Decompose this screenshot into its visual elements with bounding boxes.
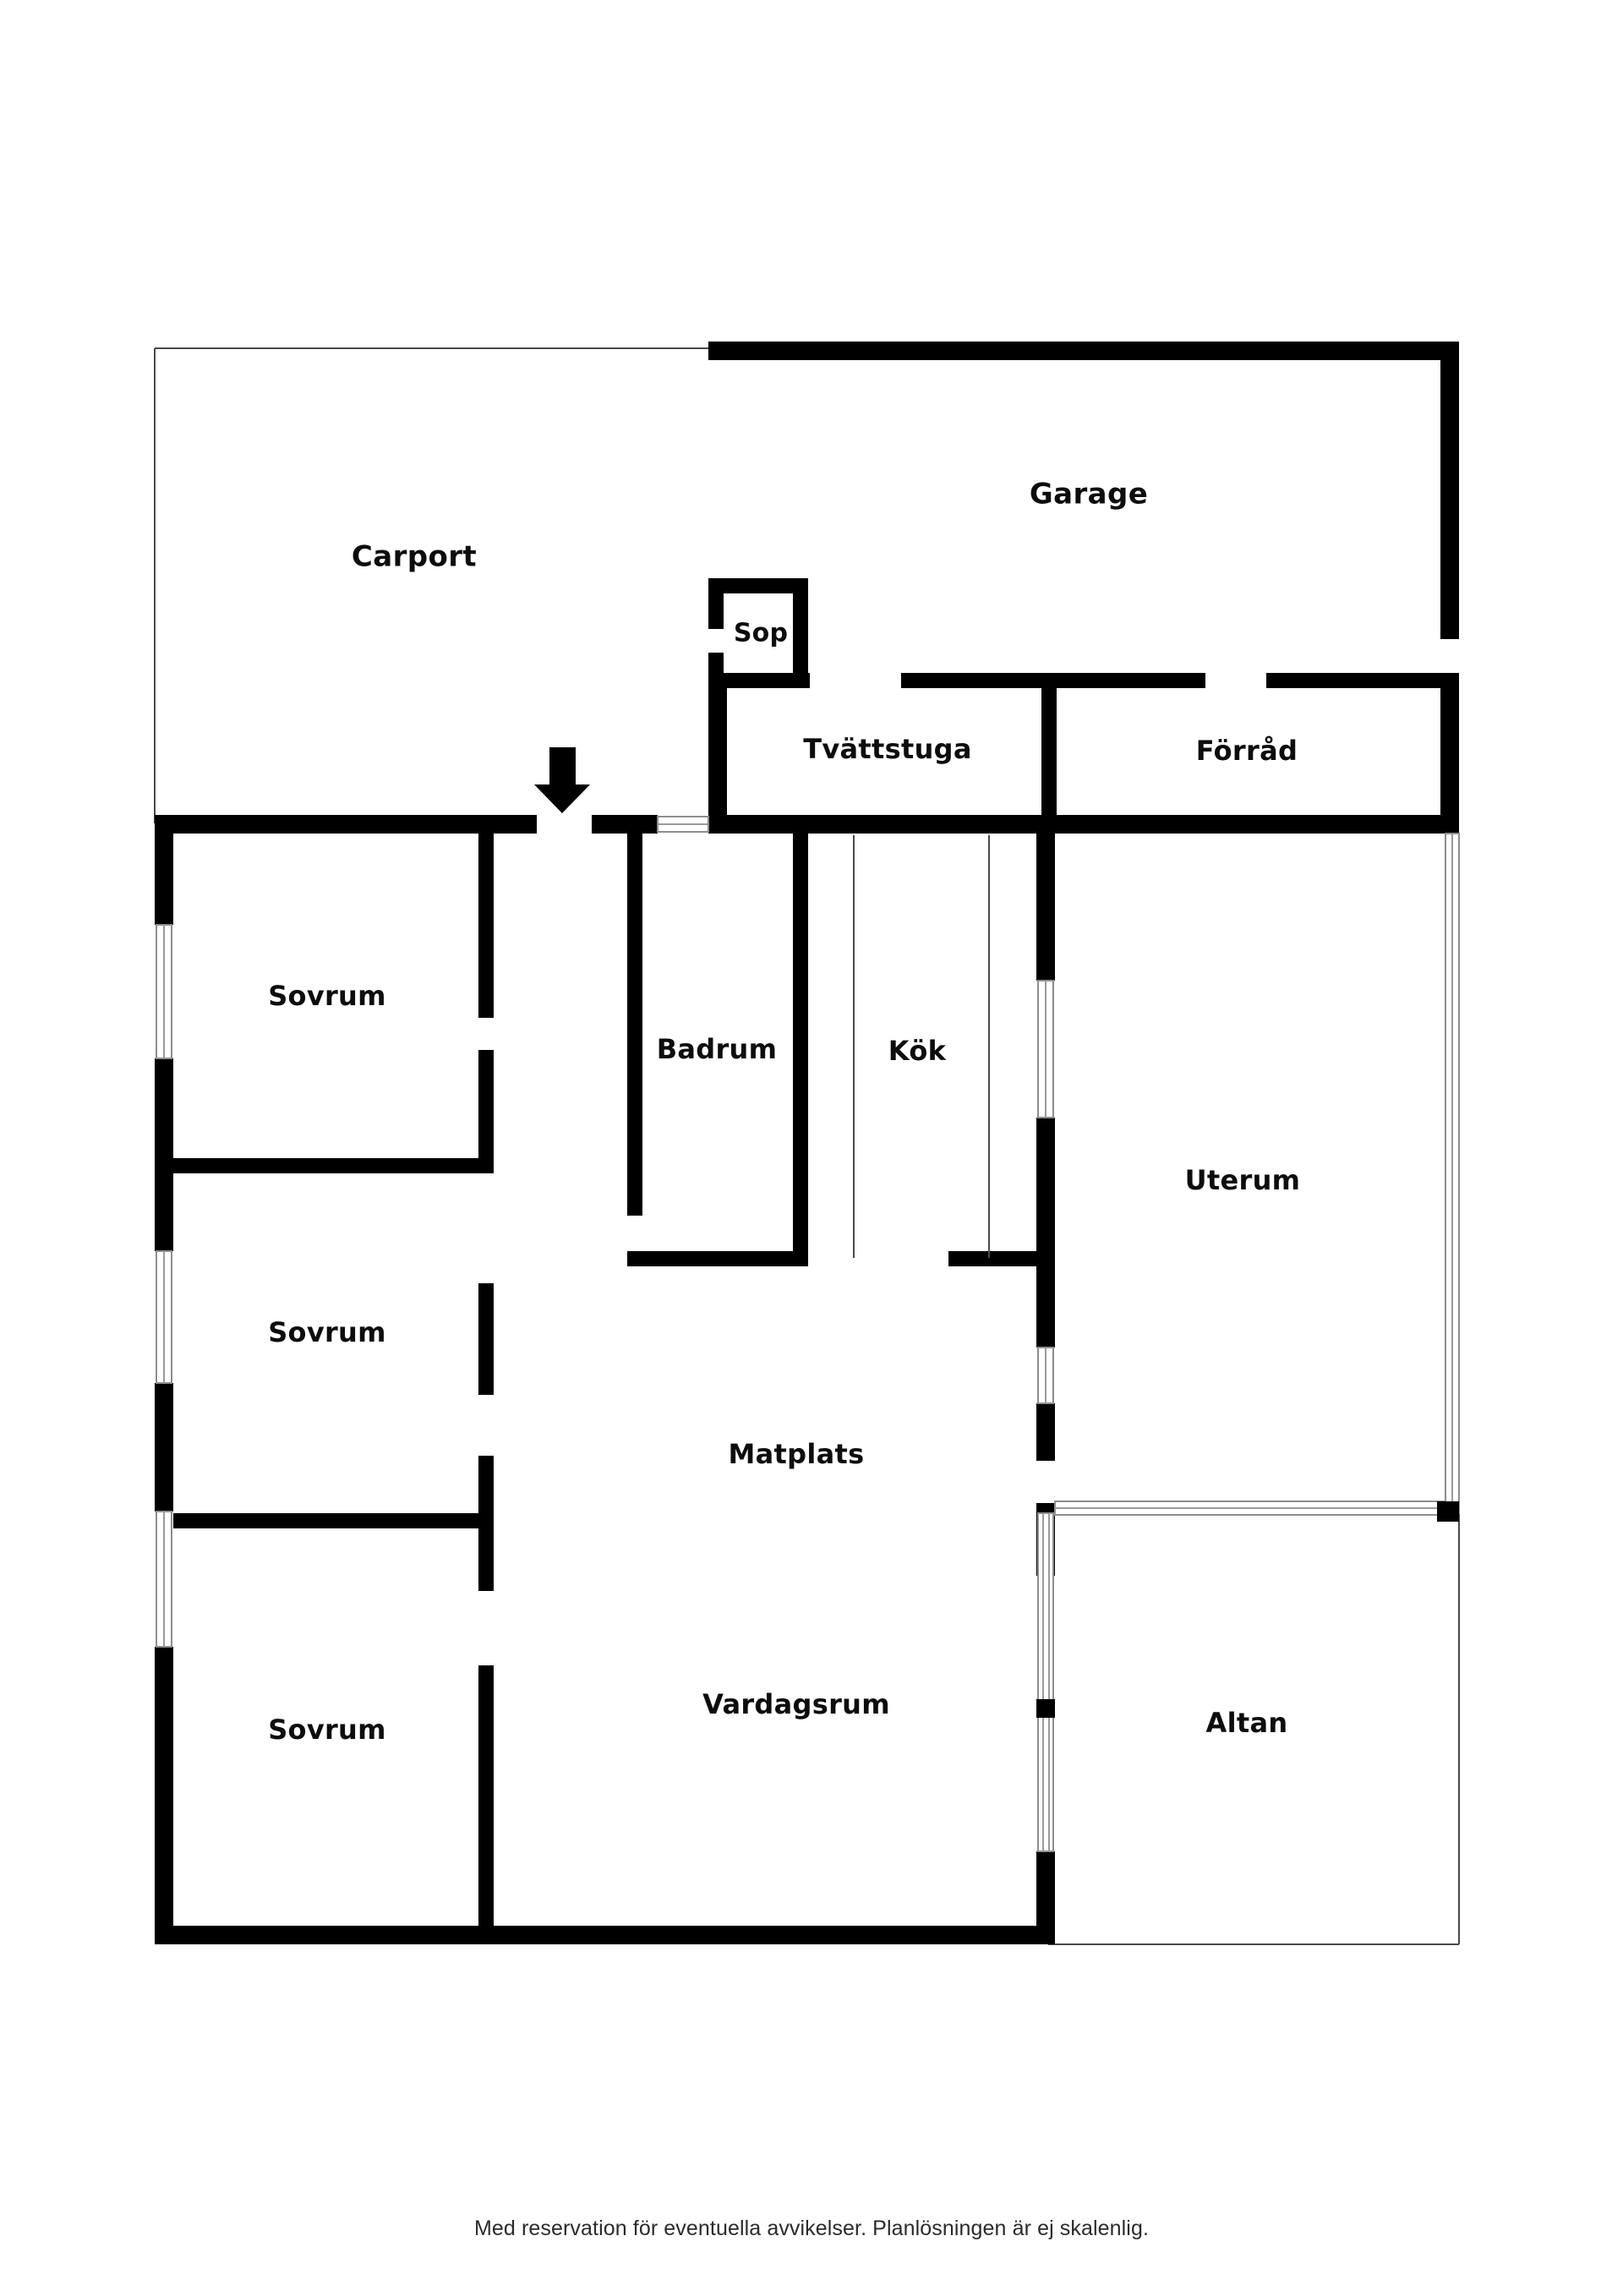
sop-walls — [708, 578, 808, 688]
room-label-sovrum-1: Sovrum — [268, 980, 386, 1012]
room-label-matplats: Matplats — [729, 1438, 865, 1470]
fixture-outlines — [853, 835, 990, 1258]
room-label-altan: Altan — [1206, 1707, 1288, 1739]
disclaimer-note: Med reservation för eventuella avvikelse… — [473, 2217, 1149, 2240]
uterum-glass-walls — [1054, 833, 1460, 1522]
room-label-forrad: Förråd — [1196, 735, 1298, 767]
entrance-arrow-icon — [534, 747, 590, 813]
window-kok — [1037, 980, 1054, 1118]
room-label-sovrum-2: Sovrum — [268, 1316, 386, 1348]
room-label-sovrum-3: Sovrum — [268, 1714, 386, 1746]
main-house-outer-walls — [155, 815, 1459, 1944]
room-label-garage: Garage — [1030, 478, 1148, 511]
bath-kitchen-partitions — [627, 815, 1055, 1266]
room-label-uterum: Uterum — [1185, 1164, 1301, 1196]
room-labels: Carport Garage Sop Tvättstuga Förråd Sov… — [268, 478, 1300, 1747]
room-label-kok: Kök — [888, 1035, 947, 1067]
utility-divider-walls — [708, 673, 1459, 830]
room-label-tvattstuga: Tvättstuga — [803, 733, 972, 765]
bedroom-wing-partitions — [173, 834, 494, 1944]
thin-outline-walls — [154, 347, 1460, 1945]
room-label-sop: Sop — [734, 619, 788, 648]
altan-west-glazing — [1036, 1512, 1055, 1852]
room-label-vardagsrum: Vardagsrum — [702, 1688, 890, 1720]
uterum-corner-post — [1437, 1501, 1459, 1522]
room-label-carport: Carport — [352, 540, 477, 574]
exterior-windows-left — [156, 924, 172, 1648]
entrance-door — [657, 816, 709, 833]
room-label-badrum: Badrum — [657, 1033, 778, 1065]
